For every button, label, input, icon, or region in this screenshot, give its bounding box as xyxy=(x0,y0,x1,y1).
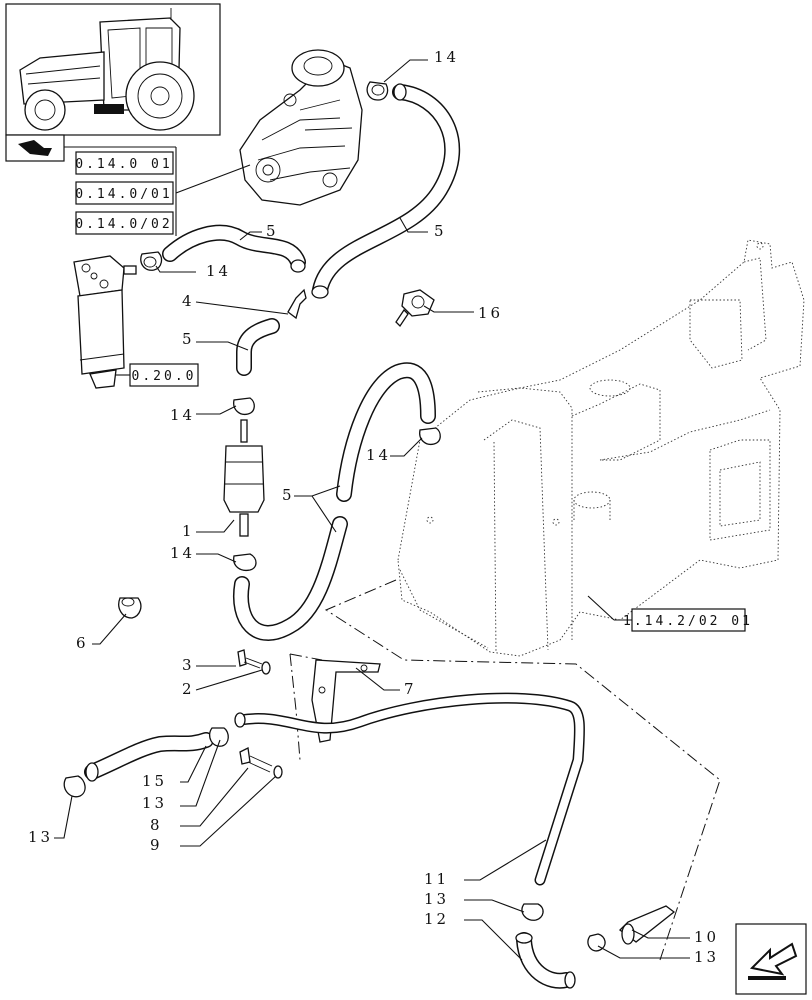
reference-1-14-2-02-01[interactable]: 1.14.2/02 01 xyxy=(623,614,753,629)
hose-lower-u xyxy=(233,516,348,641)
inline-fuel-filter xyxy=(223,419,265,537)
callout-2: 2 xyxy=(182,680,195,698)
leader-lines xyxy=(54,59,690,961)
callout-14: 14 xyxy=(170,544,195,562)
hose-right-loop xyxy=(336,362,441,502)
mounting-bracket xyxy=(289,653,381,761)
callout-4: 4 xyxy=(182,292,195,310)
screw-8-washer-9 xyxy=(239,747,283,779)
callout-3: 3 xyxy=(182,656,195,674)
callout-16: 16 xyxy=(478,304,503,322)
callout-5: 5 xyxy=(434,222,447,240)
elbow-hose-left xyxy=(236,318,280,376)
routing-line-tank xyxy=(324,579,721,961)
fuel-tank xyxy=(397,239,805,657)
callout-1: 1 xyxy=(182,522,195,540)
callout-13: 13 xyxy=(694,948,719,966)
callout-14: 14 xyxy=(206,262,231,280)
hose-clamp-filter-bottom xyxy=(233,553,257,572)
fuel-pickup xyxy=(587,905,676,952)
fuel-filter-assembly: 0.20.0 xyxy=(73,255,199,389)
elbow-hose-bottom xyxy=(515,903,576,989)
callout-13: 13 xyxy=(142,794,167,812)
callout-8: 8 xyxy=(150,816,163,834)
callout-7: 7 xyxy=(404,680,417,698)
callout-13: 13 xyxy=(28,828,53,846)
callout-13: 13 xyxy=(424,890,449,908)
reference-0-14-0-01-a[interactable]: 0.14.0 01 xyxy=(75,157,172,172)
section-arrow-icon xyxy=(5,134,65,162)
rubber-grommet xyxy=(118,597,142,619)
callout-14: 14 xyxy=(170,406,195,424)
return-hose-upper xyxy=(311,81,461,299)
callout-11: 11 xyxy=(424,870,449,888)
callout-5: 5 xyxy=(282,486,295,504)
next-page-arrow-icon[interactable] xyxy=(735,923,807,995)
hose-15-assembly xyxy=(63,727,229,798)
callout-5: 5 xyxy=(182,330,195,348)
reference-0-20-0[interactable]: 0.20.0 xyxy=(132,369,197,384)
reference-0-14-0-01-b[interactable]: 0.14.0/01 xyxy=(75,187,172,202)
tractor-thumbnail xyxy=(5,3,221,136)
callout-10: 10 xyxy=(694,928,719,946)
callout-15: 15 xyxy=(142,772,167,790)
reference-0-14-0-02[interactable]: 0.14.0/02 xyxy=(75,217,172,232)
callout-5: 5 xyxy=(266,222,279,240)
callout-9: 9 xyxy=(150,836,163,854)
pump-reference-group: 0.14.0 01 0.14.0/01 0.14.0/02 xyxy=(64,146,251,236)
screw-and-washer xyxy=(237,649,271,675)
banjo-fitting xyxy=(395,289,435,328)
tee-connector xyxy=(287,288,307,320)
callout-numbers: 14 5 5 14 4 16 5 14 14 5 1 14 6 3 2 7 15… xyxy=(28,48,719,966)
callout-6: 6 xyxy=(76,634,89,652)
callout-14: 14 xyxy=(366,446,391,464)
injection-pump xyxy=(239,49,363,206)
rigid-fuel-pipe xyxy=(234,692,586,886)
short-hose-upper xyxy=(140,224,306,273)
callout-14: 14 xyxy=(434,48,459,66)
callout-12: 12 xyxy=(424,910,449,928)
hose-clamp-filter-top xyxy=(233,397,255,416)
